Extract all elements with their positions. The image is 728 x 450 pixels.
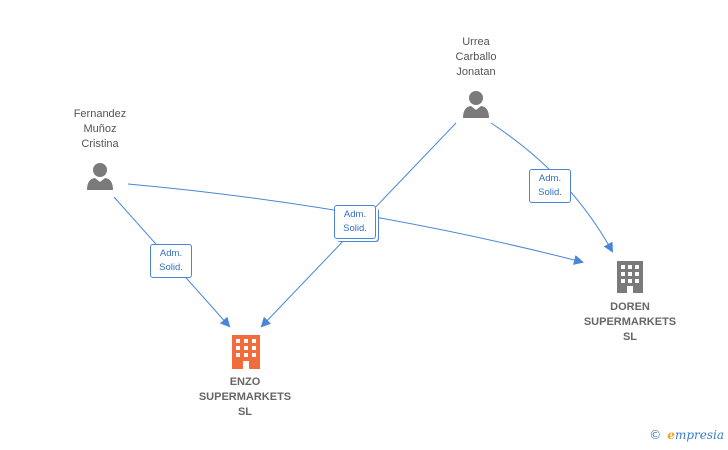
empresia-logo: © empresia bbox=[649, 428, 724, 442]
person-icon[interactable] bbox=[87, 163, 113, 190]
person-name-fernandez[interactable]: Fernandez Muñoz Cristina bbox=[73, 108, 127, 150]
copyright-symbol: © bbox=[649, 428, 662, 442]
person-icon[interactable] bbox=[463, 91, 489, 118]
brand-initial: e bbox=[667, 428, 675, 442]
relation-badge-fernandez-doren[interactable]: Adm. Solid. bbox=[334, 205, 376, 239]
person-name-urrea[interactable]: Urrea Carballo Jonatan bbox=[455, 36, 497, 78]
building-icon[interactable] bbox=[617, 261, 643, 293]
building-icon[interactable] bbox=[232, 335, 260, 369]
company-name-enzo[interactable]: ENZO SUPERMARKETS SL bbox=[198, 376, 292, 418]
company-name-doren[interactable]: DOREN SUPERMARKETS SL bbox=[583, 301, 677, 343]
relation-badge-fernandez-enzo[interactable]: Adm. Solid. bbox=[150, 244, 192, 278]
brand-name: mpresia bbox=[674, 428, 724, 442]
relation-badge-urrea-doren[interactable]: Adm. Solid. bbox=[529, 169, 571, 203]
